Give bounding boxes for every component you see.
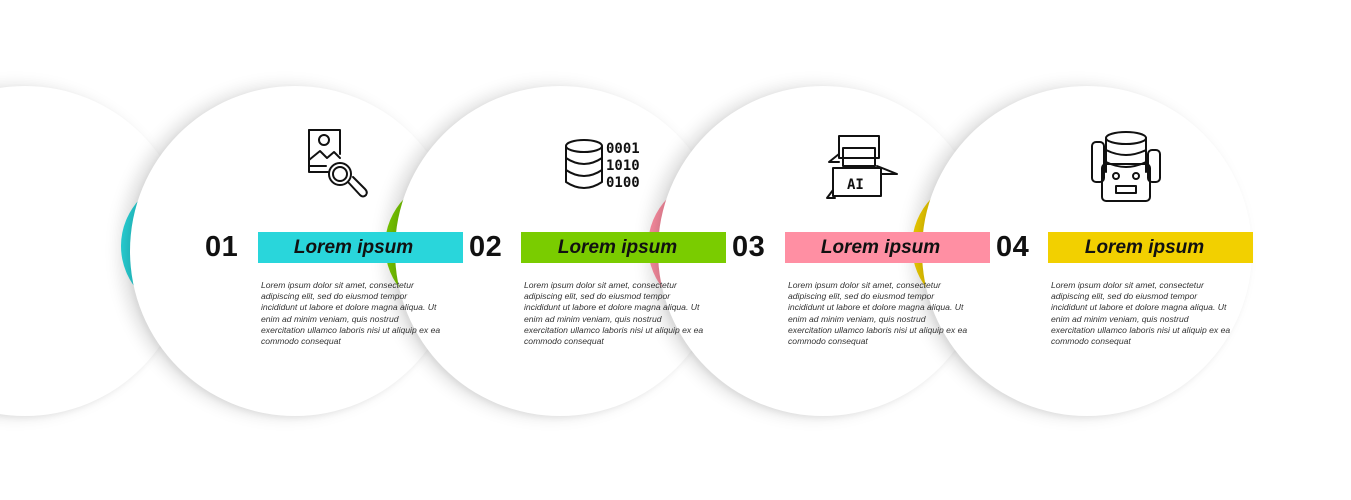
binary-text: 1010 (606, 158, 640, 174)
image-search-icon (300, 128, 380, 208)
binary-database-icon: 0001 1010 0100 (562, 128, 642, 208)
step-03-title: Lorem ipsum (820, 237, 941, 258)
step-04-title: Lorem ipsum (1084, 237, 1205, 258)
step-03-bar (785, 232, 990, 263)
step-04-description: Lorem ipsum dolor sit amet, consectetur … (1051, 280, 1231, 347)
binary-text: 0100 (606, 175, 640, 191)
step-02-description: Lorem ipsum dolor sit amet, consectetur … (524, 280, 704, 347)
step-01-bar (258, 232, 463, 263)
step-01-title: Lorem ipsum (293, 237, 414, 258)
ai-text: AI (847, 177, 864, 193)
binary-text: 0001 (606, 141, 640, 157)
step-02-title: Lorem ipsum (557, 237, 678, 258)
step-02-number: 02 (469, 231, 503, 263)
step-01-description: Lorem ipsum dolor sit amet, consectetur … (261, 280, 441, 347)
step-01-number: 01 (205, 231, 239, 263)
step-04-number: 04 (996, 231, 1030, 263)
step-04-bar (1048, 232, 1253, 263)
step-03-number: 03 (732, 231, 766, 263)
ai-chat-icon: AI (825, 128, 905, 208)
step-03-description: Lorem ipsum dolor sit amet, consectetur … (788, 280, 968, 347)
step-02-bar (521, 232, 726, 263)
robot-database-icon (1088, 128, 1168, 208)
